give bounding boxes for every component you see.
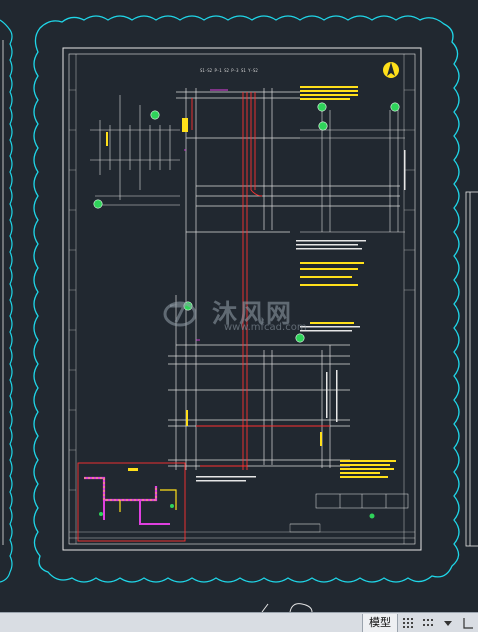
title-block bbox=[69, 523, 415, 533]
drawing-title-strip: S1-S2 P-1 S2 P-3 S1 Y-S2 bbox=[200, 68, 258, 73]
watermark-brand: 沐风网 bbox=[212, 299, 294, 328]
revision-cloud-border bbox=[33, 15, 460, 583]
sheet-frame bbox=[62, 47, 422, 551]
left-sheet-fragment bbox=[0, 19, 13, 583]
right-sheet-fragment bbox=[465, 191, 478, 547]
status-bar: 模型 bbox=[0, 612, 478, 632]
watermark-url: www.mfcad.com bbox=[224, 322, 307, 333]
white-annotations bbox=[196, 150, 406, 482]
snap-icon[interactable] bbox=[420, 615, 436, 631]
grid-icon[interactable] bbox=[400, 615, 416, 631]
cad-viewport[interactable] bbox=[0, 0, 478, 612]
magenta-accents bbox=[184, 89, 228, 341]
watermark-logo-icon bbox=[163, 301, 197, 327]
frame-ruler-left bbox=[69, 89, 76, 491]
north-arrow-icon bbox=[383, 62, 399, 78]
yellow-annotations bbox=[106, 86, 396, 478]
legend-table bbox=[315, 493, 409, 519]
right-upper-detail bbox=[300, 110, 405, 233]
layout-icon[interactable] bbox=[460, 615, 476, 631]
tab-model[interactable]: 模型 bbox=[362, 613, 398, 632]
frame-ruler-right bbox=[404, 89, 415, 291]
grid-marker-group bbox=[93, 102, 400, 343]
left-detail-ladder bbox=[90, 95, 180, 206]
upper-structure-lines bbox=[176, 88, 400, 300]
red-pipe-runs bbox=[191, 92, 330, 470]
detail-inset bbox=[77, 462, 186, 542]
bottom-partial-shapes bbox=[261, 603, 313, 612]
dropdown-icon[interactable] bbox=[440, 615, 456, 631]
